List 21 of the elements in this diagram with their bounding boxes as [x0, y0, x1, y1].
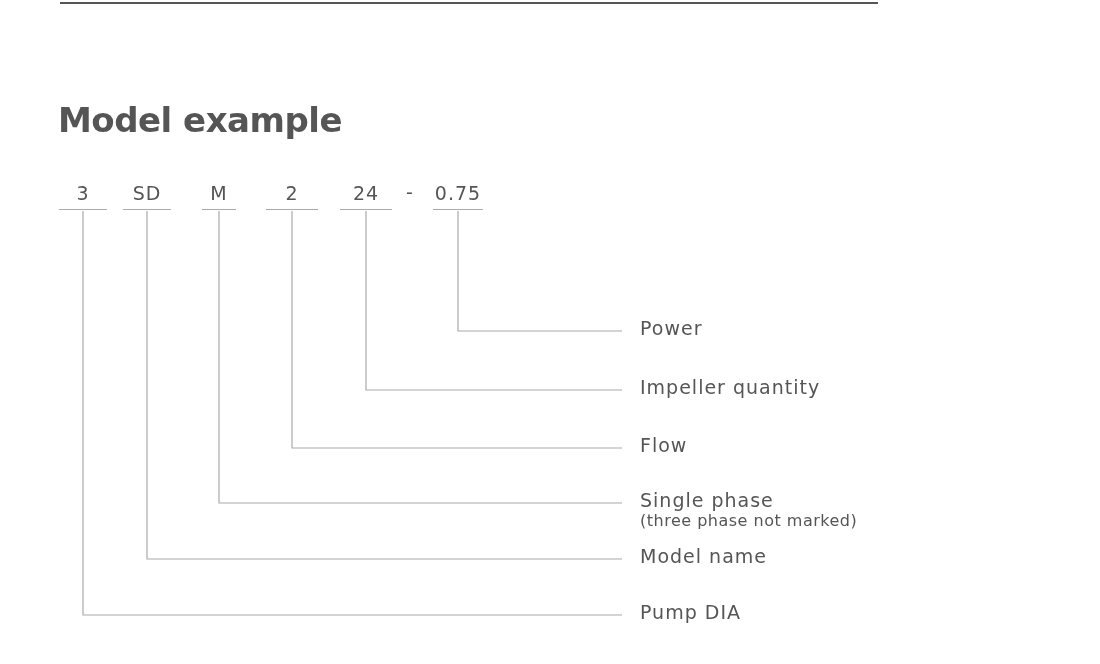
- leader-line: [291, 210, 623, 449]
- field-description: Model name: [640, 545, 767, 567]
- leader-line: [457, 210, 623, 332]
- field-description: Pump DIA: [640, 601, 741, 623]
- code-segment: 3: [59, 180, 107, 210]
- leader-line: [146, 210, 623, 560]
- field-description: Power: [640, 317, 703, 339]
- title: Model example: [58, 100, 342, 140]
- leader-line: [82, 210, 623, 616]
- separator-dash: -: [406, 181, 413, 203]
- code-segment: 2: [266, 180, 318, 210]
- code-segment: M: [202, 180, 236, 210]
- note-text: (three phase not marked): [640, 511, 858, 530]
- code-segment: SD: [123, 180, 171, 210]
- field-description: Single phase: [640, 489, 775, 511]
- leader-line: [218, 210, 623, 504]
- field-description: Impeller quantity: [640, 376, 821, 398]
- leader-line: [365, 210, 623, 391]
- code-segment: 0.75: [433, 180, 483, 210]
- code-segment: 24: [340, 180, 392, 210]
- field-description: Flow: [640, 434, 688, 456]
